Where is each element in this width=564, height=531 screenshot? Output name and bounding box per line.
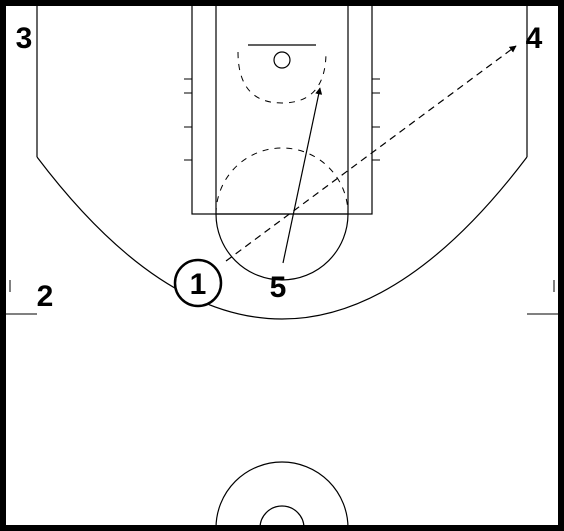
cut-arrow-5 [282, 87, 323, 264]
lane-inner [215, 2, 349, 215]
lane-outer [191, 2, 373, 215]
free-throw-circle-bottom [215, 213, 349, 281]
lane-hash-marks [184, 78, 380, 161]
pass-arrow-1-to-4 [225, 45, 517, 262]
rim [273, 51, 291, 69]
ball-handler-circle [173, 258, 223, 308]
player-5: 5 [270, 271, 287, 304]
center-circle-inner [259, 505, 305, 529]
player-3: 3 [16, 22, 33, 55]
three-point-arc [36, 156, 528, 320]
free-throw-circle-top [215, 147, 349, 215]
player-2: 2 [37, 280, 54, 313]
player-1: 1 [190, 268, 207, 301]
coaching-box-ticks [3, 280, 561, 315]
restricted-area [237, 51, 327, 104]
center-circle [215, 461, 349, 529]
player-4: 4 [526, 22, 543, 55]
